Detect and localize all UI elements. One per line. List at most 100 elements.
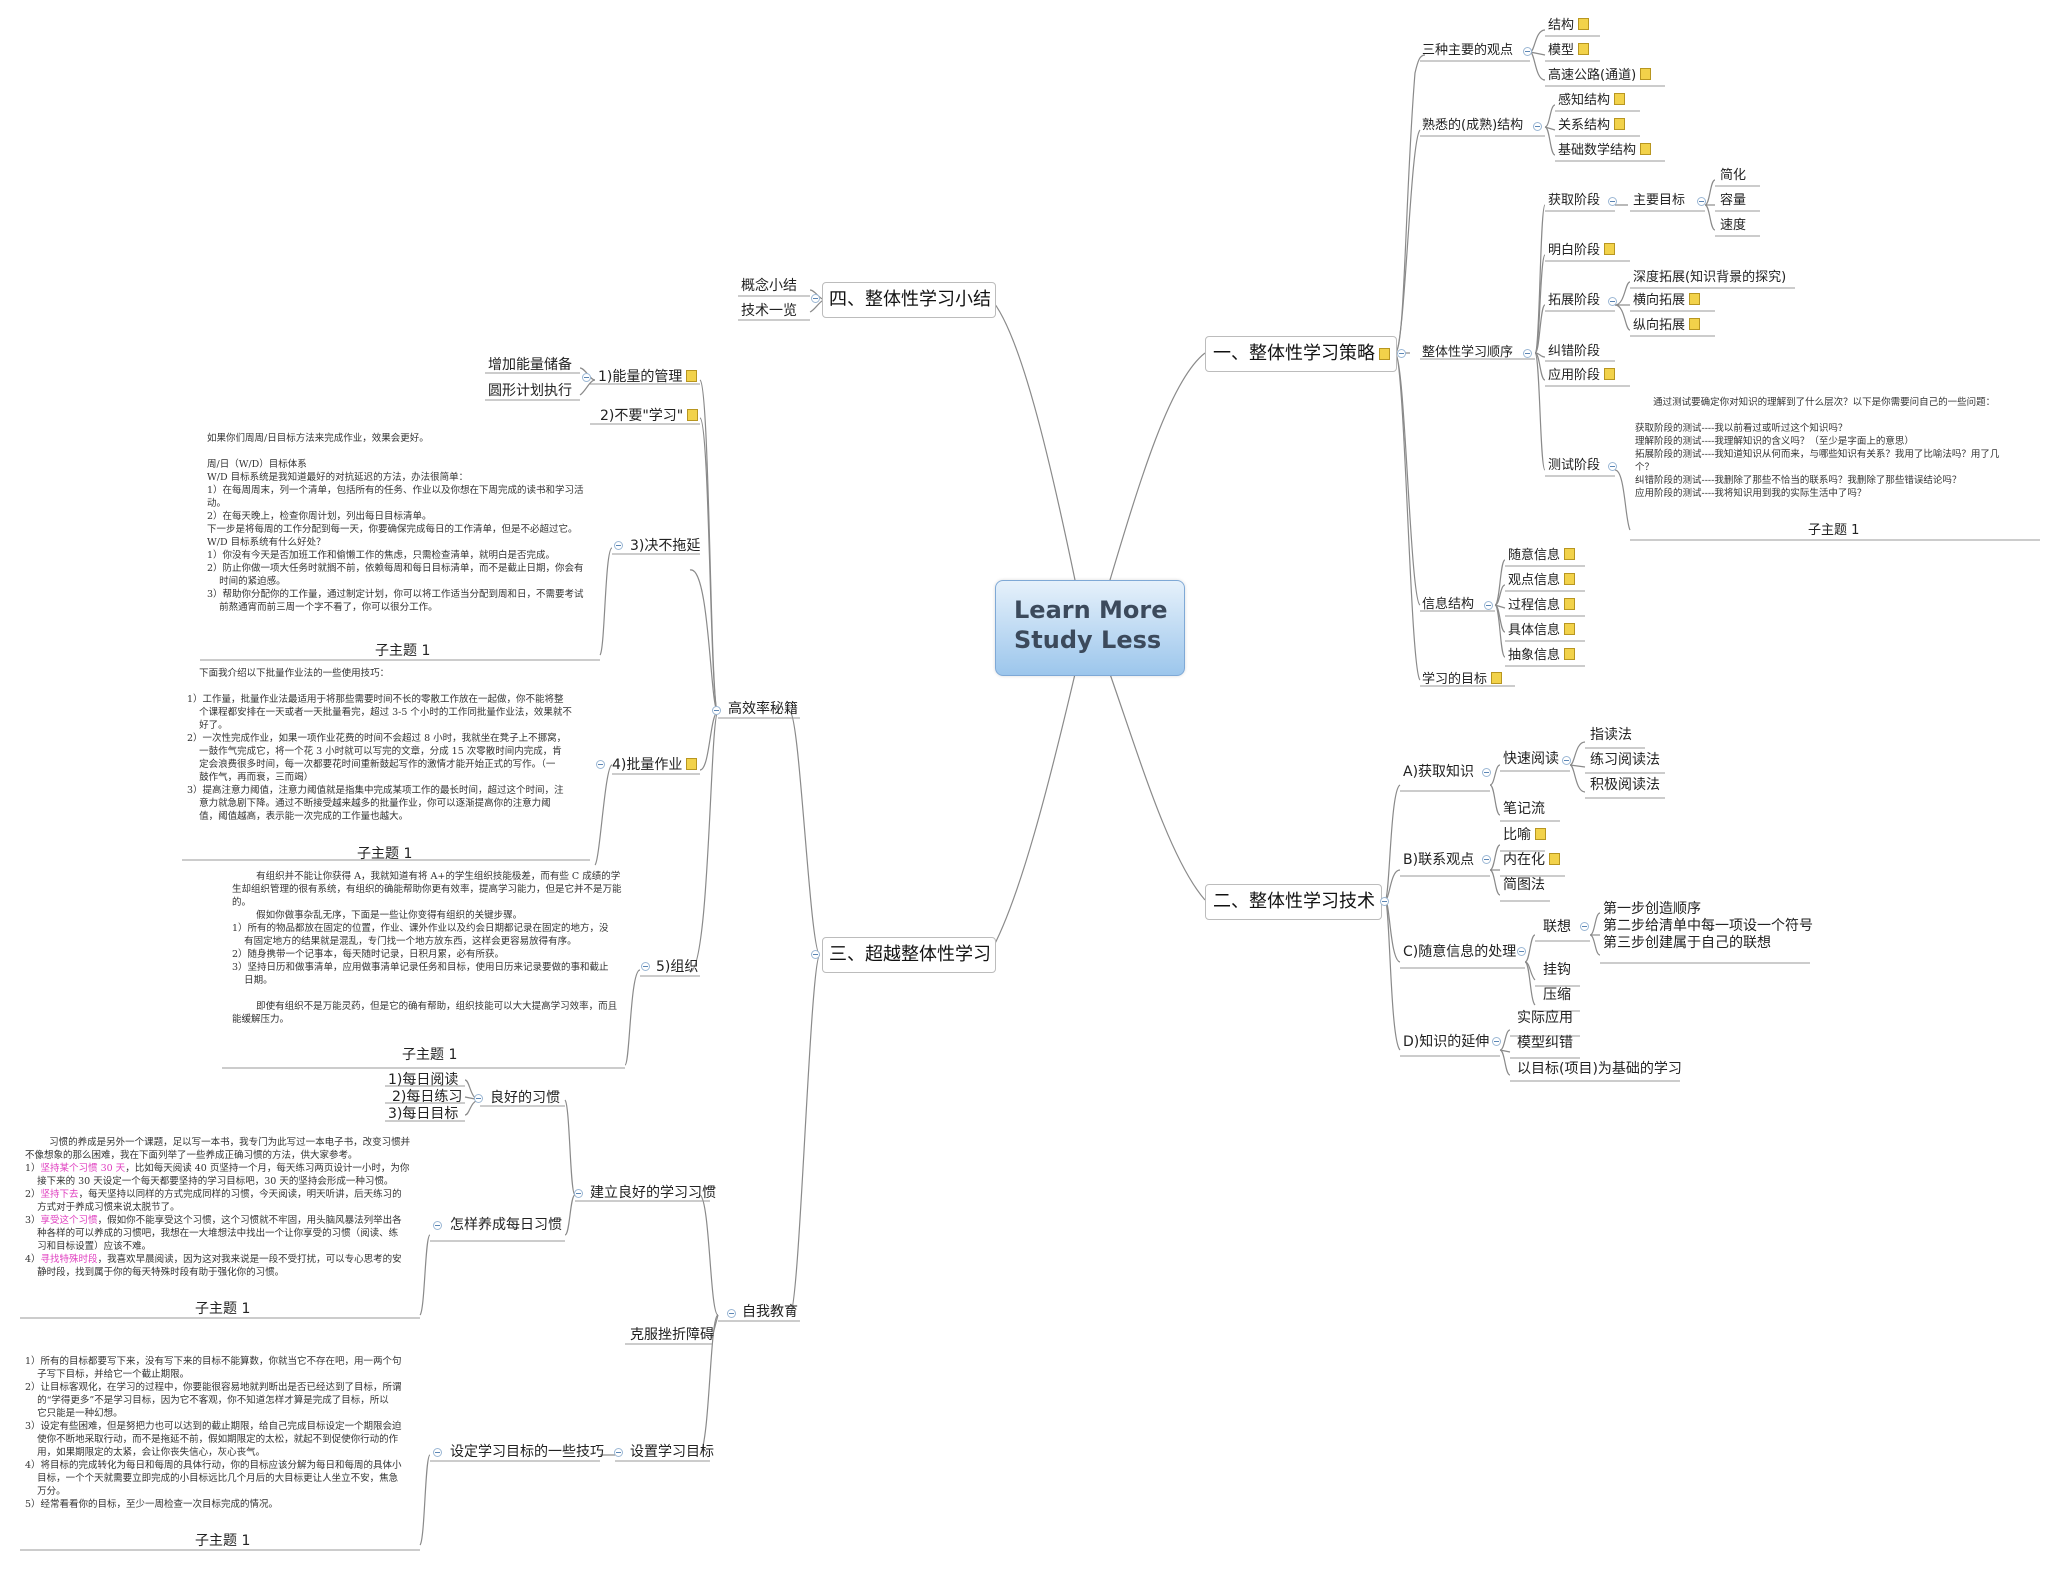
node-speed-reading[interactable]: 快速阅读	[1503, 751, 1559, 767]
node-process-info[interactable]: 过程信息	[1508, 598, 1576, 614]
main-topic-strategy[interactable]: 一、整体性学习策略	[1205, 336, 1397, 372]
subtopic-organize[interactable]: 子主题 1	[402, 1047, 458, 1063]
node-organize[interactable]: 5)组织	[656, 959, 699, 975]
note-icon[interactable]	[1491, 672, 1503, 684]
node-simplify[interactable]: 简化	[1720, 168, 1747, 183]
collapse-icon[interactable]	[1533, 122, 1542, 131]
node-circular-plan[interactable]: 圆形计划执行	[488, 383, 572, 399]
collapse-icon[interactable]	[1484, 601, 1493, 610]
node-view-info[interactable]: 观点信息	[1508, 573, 1576, 589]
node-no-procrastination[interactable]: 3)决不拖延	[630, 538, 701, 554]
note-icon[interactable]	[1614, 118, 1626, 130]
node-efficiency-secrets[interactable]: 高效率秘籍	[728, 701, 798, 717]
node-apply-stage[interactable]: 应用阶段	[1548, 368, 1616, 384]
node-practical-use[interactable]: 实际应用	[1517, 1010, 1573, 1026]
node-model[interactable]: 模型	[1548, 43, 1590, 59]
node-daily-goal[interactable]: 3)每日目标	[388, 1106, 459, 1122]
subtopic-habit[interactable]: 子主题 1	[195, 1301, 251, 1317]
node-acquire-knowledge[interactable]: A)获取知识	[1403, 764, 1475, 780]
node-overcome-setbacks[interactable]: 克服挫折障碍	[630, 1327, 714, 1343]
node-model-correct[interactable]: 模型纠错	[1517, 1035, 1573, 1051]
node-test-stage[interactable]: 测试阶段	[1548, 458, 1601, 473]
node-metaphor[interactable]: 比喻	[1503, 826, 1546, 844]
collapse-icon[interactable]	[1517, 947, 1526, 956]
node-main-goal[interactable]: 主要目标	[1633, 193, 1686, 208]
collapse-icon[interactable]	[1380, 897, 1389, 906]
node-goal-tips[interactable]: 设定学习目标的一些技巧	[450, 1444, 604, 1460]
note-icon[interactable]	[1564, 548, 1576, 560]
node-daily-practice[interactable]: 2)每日练习	[392, 1089, 463, 1105]
collapse-icon[interactable]	[433, 1221, 442, 1230]
collapse-icon[interactable]	[1482, 855, 1491, 864]
node-link-ideas[interactable]: B)联系观点	[1403, 852, 1475, 868]
collapse-icon[interactable]	[1608, 297, 1617, 306]
collapse-icon[interactable]	[1523, 349, 1532, 358]
note-icon[interactable]	[1689, 293, 1701, 305]
collapse-icon[interactable]	[811, 294, 820, 303]
note-icon[interactable]	[1379, 348, 1390, 360]
node-step-2[interactable]: 第二步给清单中每一项设一个符号	[1603, 918, 1813, 934]
node-random-info[interactable]: 随意信息	[1508, 548, 1576, 564]
collapse-icon[interactable]	[811, 950, 820, 959]
node-learning-order[interactable]: 整体性学习顺序	[1422, 345, 1514, 360]
subtopic-batch[interactable]: 子主题 1	[357, 846, 413, 862]
node-learning-goal[interactable]: 学习的目标	[1422, 672, 1503, 688]
node-structure[interactable]: 结构	[1548, 18, 1590, 34]
note-icon[interactable]	[686, 758, 698, 770]
collapse-icon[interactable]	[433, 1448, 442, 1457]
node-abstract-info[interactable]: 抽象信息	[1508, 648, 1576, 664]
subtopic-procrastination[interactable]: 子主题 1	[375, 643, 431, 659]
node-compress[interactable]: 压缩	[1543, 987, 1571, 1003]
node-highway[interactable]: 高速公路(通道)	[1548, 68, 1652, 84]
note-icon[interactable]	[686, 370, 698, 382]
collapse-icon[interactable]	[1608, 197, 1617, 206]
note-icon[interactable]	[1614, 93, 1626, 105]
note-icon[interactable]	[1549, 853, 1560, 865]
collapse-icon[interactable]	[574, 1189, 583, 1198]
node-mature-structure[interactable]: 熟悉的(成熟)结构	[1422, 118, 1524, 133]
node-self-education[interactable]: 自我教育	[742, 1304, 798, 1320]
collapse-icon[interactable]	[1397, 349, 1406, 358]
node-concrete-info[interactable]: 具体信息	[1508, 623, 1576, 639]
note-icon[interactable]	[1640, 143, 1652, 155]
collapse-icon[interactable]	[1492, 1037, 1501, 1046]
note-icon[interactable]	[1564, 648, 1576, 660]
note-icon[interactable]	[1564, 623, 1576, 635]
main-topic-summary[interactable]: 四、整体性学习小结	[822, 282, 996, 318]
node-info-structure[interactable]: 信息结构	[1422, 597, 1475, 612]
main-topic-beyond[interactable]: 三、超越整体性学习	[822, 937, 996, 973]
collapse-icon[interactable]	[1697, 197, 1706, 206]
node-relation[interactable]: 关系结构	[1558, 118, 1626, 134]
node-views[interactable]: 三种主要的观点	[1422, 43, 1514, 58]
node-acquire-stage[interactable]: 获取阶段	[1548, 193, 1601, 208]
node-perception[interactable]: 感知结构	[1558, 93, 1626, 109]
node-energy-reserve[interactable]: 增加能量储备	[488, 357, 572, 373]
collapse-icon[interactable]	[596, 760, 605, 769]
node-capacity[interactable]: 容量	[1720, 193, 1747, 208]
collapse-icon[interactable]	[1580, 922, 1589, 931]
node-practice-reading[interactable]: 练习阅读法	[1590, 752, 1660, 768]
node-concept-summary[interactable]: 概念小结	[741, 278, 797, 294]
node-batch-work[interactable]: 4)批量作业	[612, 756, 698, 774]
subtopic-test[interactable]: 子主题 1	[1808, 523, 1860, 538]
note-icon[interactable]	[1564, 573, 1576, 585]
node-note-flow[interactable]: 笔记流	[1503, 801, 1545, 817]
node-horizontal-expand[interactable]: 横向拓展	[1633, 293, 1701, 309]
node-deep-expand[interactable]: 深度拓展(知识背景的探究)	[1633, 270, 1787, 285]
collapse-icon[interactable]	[1562, 756, 1571, 765]
node-speed[interactable]: 速度	[1720, 218, 1747, 233]
node-internalize[interactable]: 内在化	[1503, 851, 1560, 869]
node-build-habits[interactable]: 建立良好的学习习惯	[590, 1185, 716, 1201]
node-association[interactable]: 联想	[1543, 919, 1571, 935]
note-icon[interactable]	[1578, 43, 1590, 55]
node-knowledge-extension[interactable]: D)知识的延伸	[1403, 1034, 1490, 1050]
note-icon[interactable]	[1564, 598, 1576, 610]
collapse-icon[interactable]	[641, 962, 650, 971]
collapse-icon[interactable]	[582, 373, 591, 382]
note-icon[interactable]	[1689, 318, 1701, 330]
node-finger-reading[interactable]: 指读法	[1590, 727, 1632, 743]
central-topic[interactable]: Learn More Study Less	[995, 580, 1185, 676]
node-set-goals[interactable]: 设置学习目标	[630, 1444, 714, 1460]
note-icon[interactable]	[1604, 368, 1616, 380]
collapse-icon[interactable]	[712, 706, 721, 715]
